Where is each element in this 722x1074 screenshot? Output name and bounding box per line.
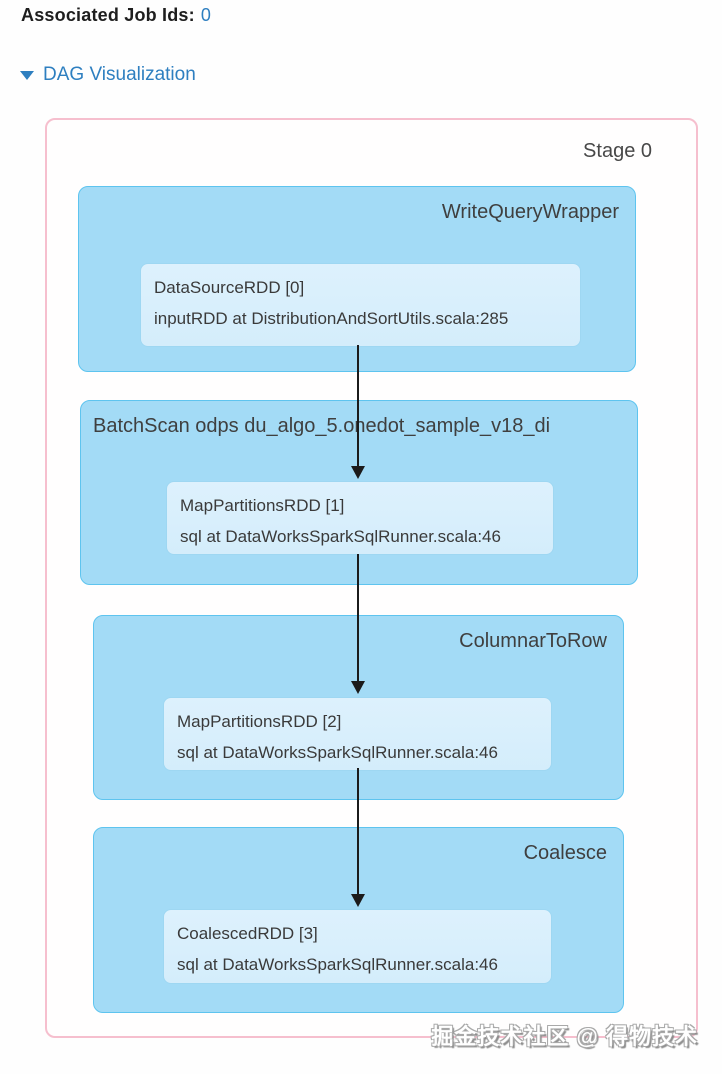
dag-visualization-label: DAG Visualization [43, 64, 196, 85]
triangle-down-icon [20, 70, 34, 80]
rdd-node-mappartitionsrdd-1[interactable]: MapPartitionsRDD [1] sql at DataWorksSpa… [166, 481, 554, 555]
associated-job-ids-row: Associated Job Ids:0 [21, 5, 211, 26]
associated-job-id-link[interactable]: 0 [200, 5, 212, 25]
operator-title: ColumnarToRow [459, 630, 607, 652]
watermark-text: 掘金技术社区 @ 得物技术 [431, 1024, 698, 1049]
rdd-name: CoalescedRDD [3] [177, 924, 318, 943]
stage-label: Stage 0 [583, 140, 652, 162]
rdd-node-datasourcerdd-0[interactable]: DataSourceRDD [0] inputRDD at Distributi… [140, 263, 581, 347]
rdd-callsite: sql at DataWorksSparkSqlRunner.scala:46 [180, 527, 501, 546]
rdd-node-coalescedrdd-3[interactable]: CoalescedRDD [3] sql at DataWorksSparkSq… [163, 909, 552, 984]
rdd-callsite: sql at DataWorksSparkSqlRunner.scala:46 [177, 955, 498, 974]
rdd-callsite: sql at DataWorksSparkSqlRunner.scala:46 [177, 743, 498, 762]
dag-edge-arrow-2-to-3 [351, 768, 365, 907]
operator-title: Coalesce [523, 842, 607, 864]
dag-edge-arrow-0-to-1 [351, 345, 365, 479]
associated-job-ids-label: Associated Job Ids: [21, 5, 195, 25]
rdd-name: DataSourceRDD [0] [154, 278, 305, 297]
operator-box-batchscan: BatchScan odps du_algo_5.onedot_sample_v… [80, 400, 638, 585]
dag-visualization-toggle[interactable]: DAG Visualization [20, 64, 196, 86]
operator-title: WriteQueryWrapper [441, 201, 619, 223]
dag-edge-arrow-1-to-2 [351, 554, 365, 694]
rdd-callsite: inputRDD at DistributionAndSortUtils.sca… [154, 309, 509, 328]
operator-box-writequerywrapper: WriteQueryWrapper DataSourceRDD [0] inpu… [78, 186, 636, 372]
rdd-name: MapPartitionsRDD [1] [180, 496, 345, 515]
operator-title: BatchScan odps du_algo_5.onedot_sample_v… [93, 415, 551, 437]
rdd-node-mappartitionsrdd-2[interactable]: MapPartitionsRDD [2] sql at DataWorksSpa… [163, 697, 552, 771]
rdd-name: MapPartitionsRDD [2] [177, 712, 342, 731]
